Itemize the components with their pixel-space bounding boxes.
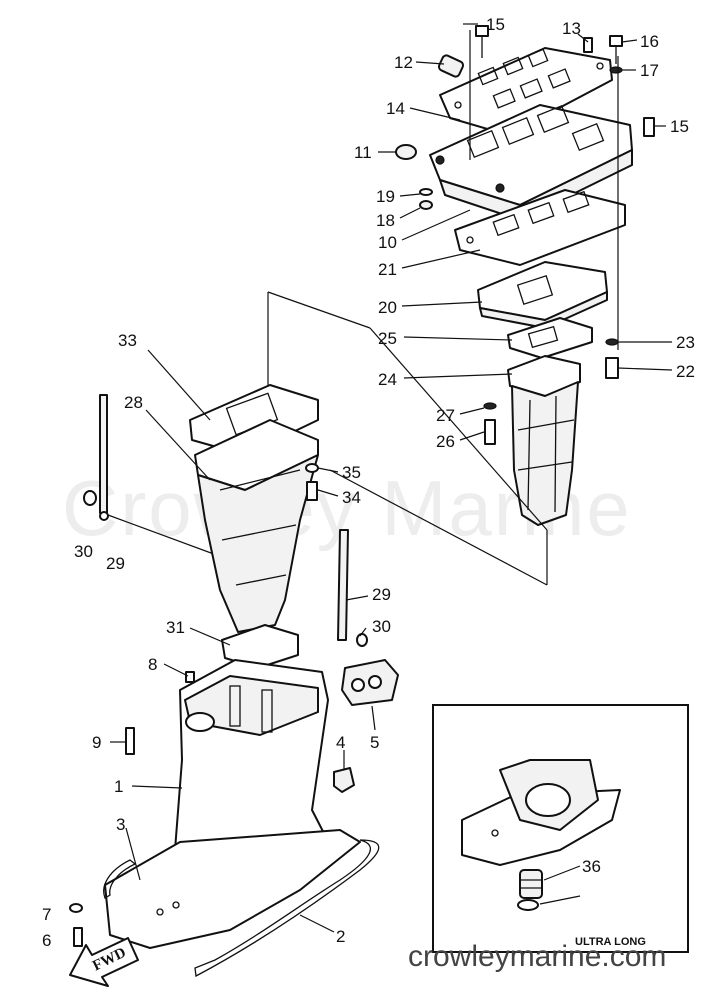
washer-17 [609, 66, 623, 74]
callout-22: 22 [676, 362, 695, 381]
footer-url: crowleymarine.com [408, 940, 666, 973]
callout-30b: 30 [372, 617, 391, 636]
callout-32: 33 [118, 331, 137, 350]
callout-33: 34 [342, 488, 361, 507]
ultra-long-inset: ULTRA LONG [432, 704, 689, 953]
callout-28: 28 [124, 393, 143, 412]
callout-4: 4 [336, 733, 345, 752]
bolt-22 [605, 357, 619, 379]
callout-31: 31 [166, 618, 185, 637]
seal-31 [221, 624, 299, 669]
callout-2: 2 [336, 927, 345, 946]
bolt-30-right [356, 633, 368, 647]
bolt-26 [484, 419, 496, 445]
damper-29-left [99, 394, 109, 521]
callout-20: 20 [378, 298, 397, 317]
alignment-lines [107, 30, 619, 586]
callout-7: 7 [42, 905, 51, 924]
exhaust-guide-gasket-lower [454, 189, 626, 266]
grommet-4 [333, 767, 355, 793]
dowel-13 [583, 37, 593, 53]
bolt-15-side [643, 117, 655, 137]
exhaust-manifold-plate [477, 261, 608, 329]
callout-15b: 15 [670, 117, 689, 136]
bolt-30-left [83, 490, 97, 506]
callout-9: 9 [92, 733, 101, 752]
callout-23: 23 [676, 333, 695, 352]
callout-30a: 30 [74, 542, 93, 561]
exhaust-guide-body [429, 104, 633, 221]
washer-19 [419, 188, 433, 196]
callout-29b: 29 [372, 585, 391, 604]
nut-18 [419, 200, 433, 210]
callout-18: 18 [376, 211, 395, 230]
bolt-6 [73, 927, 83, 947]
callout-27: 27 [436, 406, 455, 425]
rubber-strip-2 [194, 839, 380, 978]
callout-10: 10 [378, 233, 397, 252]
callout-13: 13 [562, 19, 581, 38]
callout-3: 3 [116, 815, 125, 834]
callout-16: 16 [640, 32, 659, 51]
grommet-5 [341, 659, 399, 706]
grommet-11 [395, 144, 417, 160]
callout-29a: 29 [106, 554, 125, 573]
callout-15a: 15 [486, 15, 505, 34]
callout-labels: 15 12 13 16 17 15 14 11 19 18 10 21 20 2… [42, 15, 695, 950]
callout-17: 17 [640, 61, 659, 80]
bolt-16 [609, 35, 623, 64]
callout-24: 24 [378, 370, 397, 389]
bolt-9 [125, 727, 135, 755]
exhaust-plate-gasket [507, 317, 593, 359]
exhaust-pipe [507, 355, 581, 526]
callout-leaders [110, 23, 673, 933]
washer-27 [483, 402, 497, 410]
callout-25: 25 [378, 329, 397, 348]
callout-26: 26 [436, 432, 455, 451]
damper-29-right [337, 529, 349, 641]
callout-21: 21 [378, 260, 397, 279]
callout-5: 5 [370, 733, 379, 752]
rubber-strip-3 [103, 859, 137, 899]
callout-11: 11 [354, 143, 372, 162]
washer-23 [605, 338, 619, 346]
callout-1: 1 [114, 777, 123, 796]
bolt-33 [306, 481, 318, 501]
exhaust-cover-gasket [439, 47, 613, 136]
washer-7 [69, 903, 83, 913]
inner-exhaust-housing-28 [194, 419, 319, 633]
callout-12: 12 [394, 53, 413, 72]
callout-35: 36 [582, 857, 601, 876]
callout-19: 19 [376, 187, 395, 206]
callout-34: 35 [342, 463, 361, 482]
callout-8: 8 [148, 655, 157, 674]
bolt-15-top [475, 25, 489, 58]
dowel-8 [185, 671, 195, 683]
pressure-valve-12 [437, 54, 465, 78]
inset-label: ULTRA LONG [575, 936, 646, 948]
washer-34 [305, 463, 319, 473]
callout-14: 14 [386, 99, 405, 118]
callout-6: 6 [42, 931, 51, 950]
anti-cavitation-plate [104, 829, 361, 949]
